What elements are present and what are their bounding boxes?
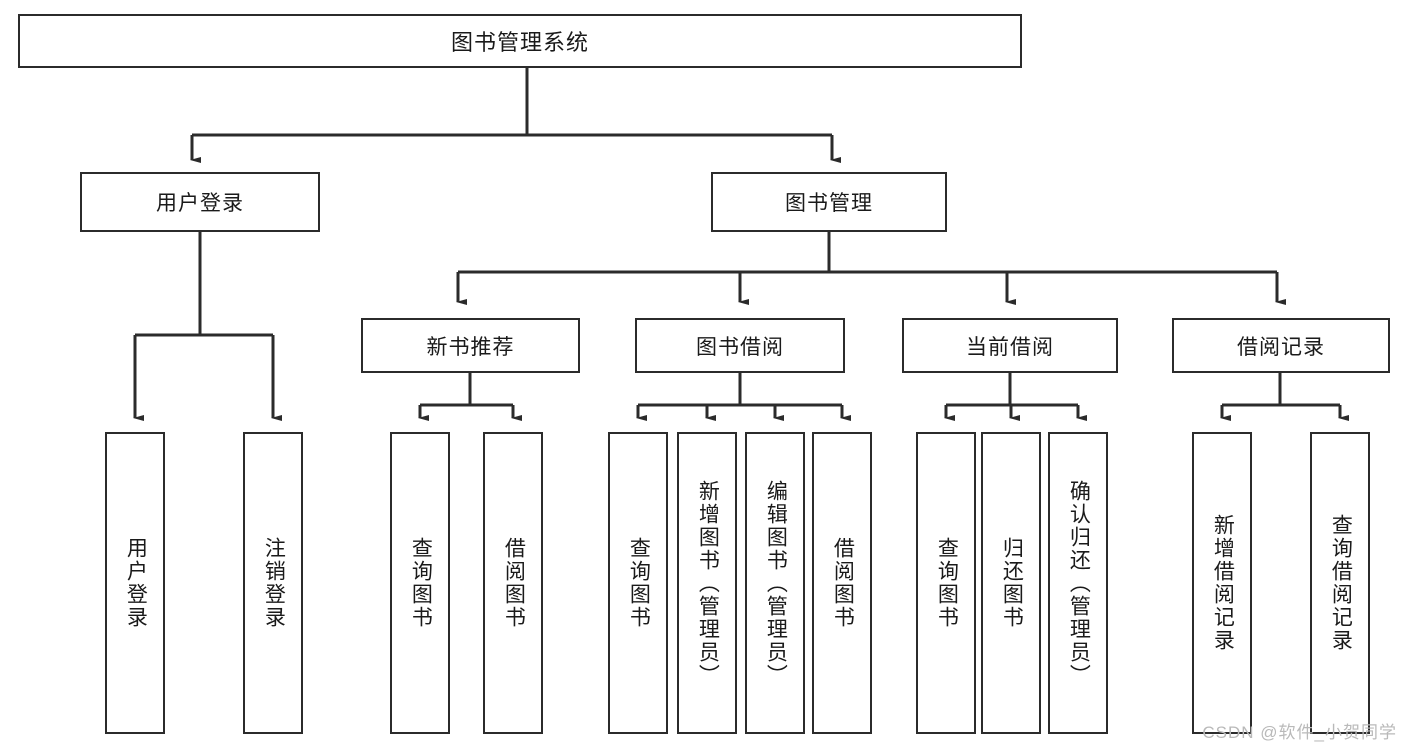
node-user-login[interactable]: 用户登录 (80, 172, 320, 232)
leaf-borrow-add-book-admin[interactable]: 新增图书（管理员） (677, 432, 737, 734)
node-borrow-record[interactable]: 借阅记录 (1172, 318, 1390, 373)
leaf-borrow-query-book[interactable]: 查询图书 (608, 432, 668, 734)
leaf-record-query-borrow-record[interactable]: 查询借阅记录 (1310, 432, 1370, 734)
leaf-borrow-edit-book-admin[interactable]: 编辑图书（管理员） (745, 432, 805, 734)
leaf-new-book-borrow[interactable]: 借阅图书 (483, 432, 543, 734)
leaf-borrow-borrow-book[interactable]: 借阅图书 (812, 432, 872, 734)
leaf-user-login-signout[interactable]: 注销登录 (243, 432, 303, 734)
node-new-book-recommend[interactable]: 新书推荐 (361, 318, 580, 373)
node-book-borrow[interactable]: 图书借阅 (635, 318, 845, 373)
node-current-borrow[interactable]: 当前借阅 (902, 318, 1118, 373)
node-book-management[interactable]: 图书管理 (711, 172, 947, 232)
leaf-user-login-signin[interactable]: 用户登录 (105, 432, 165, 734)
watermark-credit: CSDN @软件_小贺同学 (1202, 723, 1397, 742)
leaf-record-add-borrow-record[interactable]: 新增借阅记录 (1192, 432, 1252, 734)
leaf-current-return-book[interactable]: 归还图书 (981, 432, 1041, 734)
leaf-current-confirm-return-admin[interactable]: 确认归还（管理员） (1048, 432, 1108, 734)
node-root-system[interactable]: 图书管理系统 (18, 14, 1022, 68)
leaf-new-book-query[interactable]: 查询图书 (390, 432, 450, 734)
leaf-current-query-book[interactable]: 查询图书 (916, 432, 976, 734)
